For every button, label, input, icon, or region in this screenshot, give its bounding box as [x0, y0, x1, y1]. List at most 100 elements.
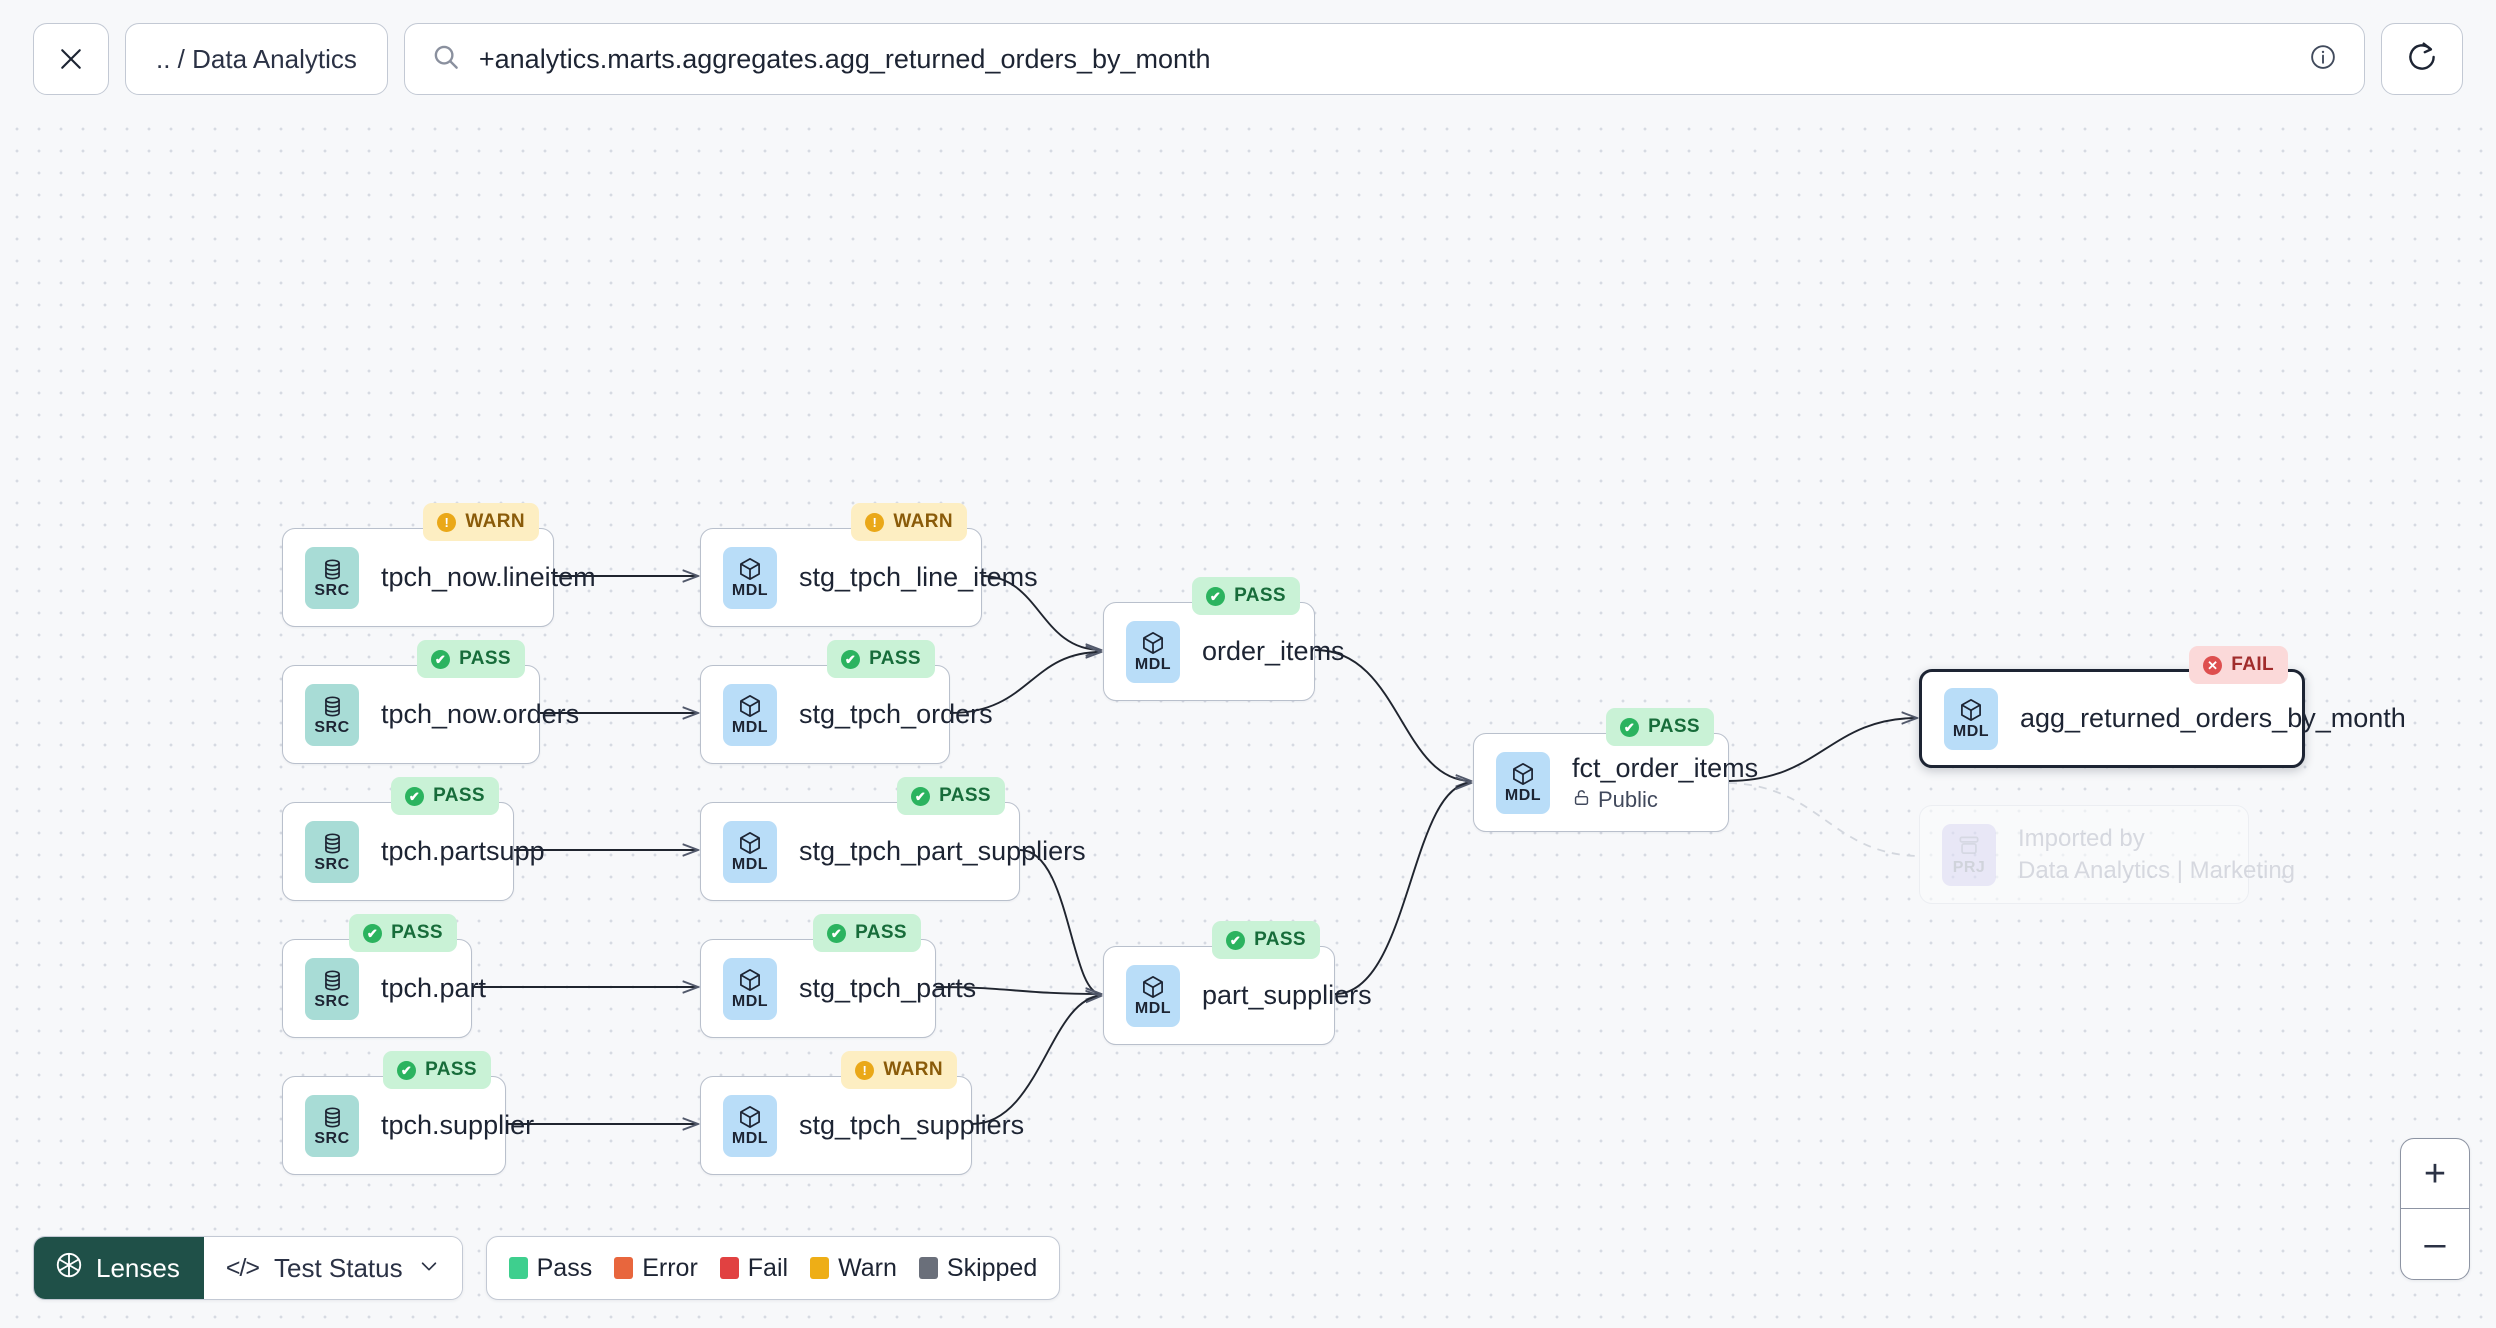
lineage-node-fct_order_items[interactable]: ✔ PASS MDL fct_order_items Public [1473, 708, 1759, 832]
node-type-icon-prj: PRJ [1942, 823, 1996, 886]
status-badge-label: PASS [1648, 716, 1700, 737]
node-type-icon-mdl: MDL [723, 1094, 777, 1157]
cube-icon [737, 693, 763, 719]
node-text: tpch_now.lineitem [381, 561, 596, 594]
status-badge-pass: ✔ PASS [897, 777, 1005, 815]
test-status-dropdown[interactable]: </> Test Status [203, 1237, 462, 1299]
status-dot-icon: ✔ [405, 786, 425, 806]
lineage-node-tpch_now_orders[interactable]: ✔ PASS SRC tpch_now.orders [282, 640, 579, 764]
node-title: stg_tpch_part_suppliers [799, 836, 1086, 867]
legend-label: Error [642, 1253, 698, 1282]
lineage-node-tpch_partsupp[interactable]: ✔ PASS SRC tpch.partsupp [282, 777, 545, 901]
node-type-label: MDL [731, 856, 769, 873]
node-text: order_items [1202, 635, 1345, 668]
code-icon: </> [225, 1253, 260, 1282]
search-input[interactable]: +analytics.marts.aggregates.agg_returned… [478, 43, 1211, 74]
lineage-node-tpch_part[interactable]: ✔ PASS SRC tpch.part [282, 914, 486, 1038]
legend-label: Pass [536, 1253, 593, 1282]
status-badge-label: PASS [855, 922, 907, 943]
node-text: stg_tpch_line_items [799, 561, 1038, 594]
node-type-label: SRC [314, 856, 350, 873]
lineage-search-box[interactable]: +analytics.marts.aggregates.agg_returned… [403, 23, 2365, 95]
refresh-button[interactable] [2381, 23, 2463, 95]
node-type-icon-mdl: MDL [723, 683, 777, 746]
status-badge-pass: ✔ PASS [417, 640, 525, 678]
node-text: tpch.supplier [381, 1109, 535, 1142]
status-badge-pass: ✔ PASS [349, 914, 457, 952]
status-dot-icon: ✔ [1620, 717, 1640, 737]
close-icon [56, 44, 86, 74]
node-subtitle: Data Analytics | Marketing [2018, 857, 2295, 885]
lineage-node-stg_tpch_line_items[interactable]: ! WARN MDL stg_tpch_line_items [700, 503, 1038, 627]
status-dot-icon: ! [855, 1060, 875, 1080]
node-subtitle: Public [1572, 787, 1728, 813]
close-button[interactable] [33, 23, 109, 95]
status-badge-label: PASS [459, 648, 511, 669]
node-title: tpch_now.lineitem [381, 562, 596, 593]
status-dot-icon: ✔ [1226, 930, 1246, 950]
info-icon[interactable] [2308, 42, 2338, 77]
node-text: tpch.part [381, 972, 486, 1005]
breadcrumb-label: .. / Data Analytics [156, 43, 357, 74]
test-status-label: Test Status [274, 1252, 403, 1283]
legend-swatch-icon [719, 1257, 739, 1279]
zoom-out-button[interactable]: – [2424, 1223, 2446, 1265]
legend-swatch-icon [614, 1257, 634, 1279]
status-dot-icon: ✕ [2203, 655, 2223, 675]
legend-item-pass[interactable]: Pass [508, 1253, 593, 1283]
lineage-node-agg_returned_orders_by_month[interactable]: ✕ FAIL MDL agg_returned_orders_by_month [1919, 646, 2406, 768]
status-badge-fail: ✕ FAIL [2189, 646, 2288, 684]
cube-icon [737, 1104, 763, 1130]
lineage-canvas[interactable]: ! WARN SRC tpch_now.lineitem ✔ PASS [0, 108, 2496, 1328]
cube-icon [1140, 630, 1166, 656]
node-text: Imported by Data Analytics | Marketing [2018, 824, 2295, 885]
database-icon [320, 693, 345, 719]
node-type-label: MDL [1134, 1000, 1172, 1017]
node-title: order_items [1202, 636, 1345, 667]
node-text: tpch_now.orders [381, 698, 579, 731]
lineage-node-tpch_supplier[interactable]: ✔ PASS SRC tpch.supplier [282, 1051, 535, 1175]
lineage-node-part_suppliers[interactable]: ✔ PASS MDL part_suppliers [1103, 921, 1372, 1045]
node-type-icon-mdl: MDL [1126, 964, 1180, 1027]
lineage-node-stg_tpch_orders[interactable]: ✔ PASS MDL stg_tpch_orders [700, 640, 993, 764]
status-badge-pass: ✔ PASS [1606, 708, 1714, 746]
lineage-node-stg_tpch_suppliers[interactable]: ! WARN MDL stg_tpch_suppliers [700, 1051, 1024, 1175]
status-dot-icon: ✔ [1206, 586, 1226, 606]
cube-icon [737, 967, 763, 993]
legend-item-skipped[interactable]: Skipped [918, 1253, 1038, 1283]
legend-label: Fail [747, 1253, 789, 1282]
status-badge-label: FAIL [2231, 654, 2274, 675]
lineage-edge [981, 575, 1101, 650]
node-text: stg_tpch_suppliers [799, 1109, 1024, 1142]
search-icon [431, 42, 461, 77]
lineage-node-stg_tpch_part_suppliers[interactable]: ✔ PASS MDL stg_tpch_part_suppliers [700, 777, 1086, 901]
lineage-edge [1314, 649, 1471, 781]
legend-item-error[interactable]: Error [614, 1254, 698, 1283]
node-type-label: PRJ [1952, 859, 1986, 876]
node-title: fct_order_items [1572, 752, 1759, 783]
node-title: tpch.supplier [381, 1110, 535, 1141]
lineage-edge [1019, 849, 1101, 994]
legend-item-fail[interactable]: Fail [719, 1253, 789, 1283]
legend-item-warn[interactable]: Warn [810, 1254, 897, 1283]
lineage-node-tpch_now_lineitem[interactable]: ! WARN SRC tpch_now.lineitem [282, 503, 596, 627]
lenses-button[interactable]: Lenses [34, 1237, 204, 1299]
node-title: stg_tpch_parts [799, 973, 977, 1004]
status-dot-icon: ! [865, 512, 885, 532]
legend-label: Skipped [946, 1253, 1038, 1282]
node-type-label: SRC [314, 582, 350, 599]
lineage-node-imported_by_project[interactable]: PRJ Imported by Data Analytics | Marketi… [1919, 805, 2295, 904]
node-text: fct_order_items Public [1572, 752, 1759, 814]
lineage-node-stg_tpch_parts[interactable]: ✔ PASS MDL stg_tpch_parts [700, 914, 977, 1038]
database-icon [320, 1104, 345, 1130]
status-badge-label: WARN [893, 511, 953, 532]
breadcrumb[interactable]: .. / Data Analytics [125, 23, 388, 95]
node-subtitle-label: Data Analytics | Marketing [2018, 856, 2296, 884]
status-badge-pass: ✔ PASS [1192, 577, 1300, 615]
lineage-node-order_items[interactable]: ✔ PASS MDL order_items [1103, 577, 1345, 701]
bottom-toolbar: Lenses </> Test Status Pass Error Fail W… [33, 1236, 1061, 1300]
cube-icon [1140, 974, 1166, 1000]
zoom-in-button[interactable]: + [2401, 1139, 2469, 1209]
status-badge-label: PASS [433, 785, 485, 806]
status-badge-warn: ! WARN [423, 503, 539, 541]
